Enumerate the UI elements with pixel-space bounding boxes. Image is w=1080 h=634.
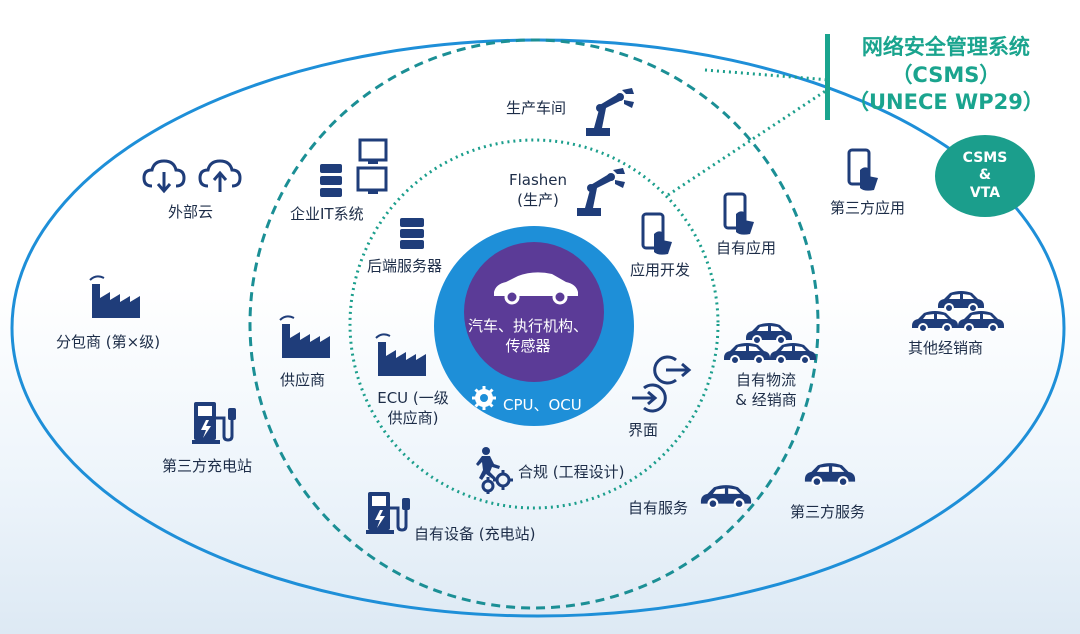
car-icon: [804, 463, 856, 486]
car-icon: [938, 291, 984, 312]
car-icon: [494, 272, 578, 305]
inner-dotted-circle: [348, 138, 720, 510]
badge-line2: &: [978, 167, 992, 184]
factory-icon: [89, 275, 140, 318]
backend-server-label: 后端服务器: [367, 257, 443, 275]
subcontractor-label: 分包商 (第×级): [56, 333, 161, 351]
flashen-line2: (生产): [517, 191, 559, 210]
own-logistics-line1: 自有物流: [735, 371, 796, 389]
own-equipment-label: 自有设备 (充电站): [414, 525, 536, 543]
interface-label: 界面: [628, 421, 659, 439]
core-label-line2: 传感器: [505, 337, 551, 356]
external-cloud-label: 外部云: [168, 203, 214, 221]
cloud-upload-icon: [198, 159, 242, 192]
connector-line-inner: [667, 86, 831, 197]
ecu-line2: 供应商): [387, 409, 439, 428]
other-dealers-label: 其他经销商: [908, 339, 984, 357]
third-party-services-label: 第三方服务: [790, 503, 866, 521]
charging-station-icon: [192, 402, 236, 444]
own-logistics-label: 自有物流 & 经销商: [718, 370, 814, 411]
robot-arm-icon: [577, 168, 625, 216]
csms-title: 网络安全管理系统 （CSMS） （UNECE WP29）: [848, 34, 1044, 117]
compliance-gears-icon: [476, 447, 513, 494]
middle-dashed-circle: [248, 38, 820, 610]
enter-arrow-icon: [632, 383, 667, 413]
phone-touch-icon: [641, 212, 672, 255]
server-monitor-icon: [320, 138, 388, 197]
car-icon: [958, 311, 1004, 332]
ecu-label: ECU (一级 供应商): [372, 388, 454, 429]
csms-title-line3: （UNECE WP29）: [848, 90, 1044, 115]
phone-touch-icon: [847, 148, 878, 191]
gear-icon: [472, 386, 496, 410]
own-logistics-line2: & 经销商: [735, 391, 797, 410]
csms-title-line1: 网络安全管理系统: [861, 35, 1030, 59]
flashen-label: Flashen (生产): [506, 170, 570, 211]
core-purple-circle: [464, 242, 604, 382]
exit-arrow-icon: [653, 355, 692, 385]
badge-line1: CSMS: [962, 149, 1008, 166]
phone-touch-icon: [723, 192, 754, 235]
factory-icon: [279, 315, 330, 358]
car-icon: [770, 343, 816, 364]
csms-title-line2: （CSMS）: [891, 62, 1001, 87]
factory-icon: [375, 333, 426, 376]
own-services-label: 自有服务: [628, 499, 689, 517]
car-icon: [912, 311, 958, 332]
core-label: 汽车、执行机构、 传感器: [462, 316, 594, 357]
car-icon: [746, 323, 792, 344]
own-apps-label: 自有应用: [716, 239, 777, 257]
core-label-line1: 汽车、执行机构、: [467, 317, 588, 335]
third-party-charging-label: 第三方充电站: [162, 457, 253, 475]
car-icon: [700, 485, 752, 508]
compliance-label: 合规 (工程设计): [518, 463, 625, 481]
csms-vta-badge: CSMS & VTA: [935, 135, 1035, 217]
cloud-download-icon: [142, 159, 186, 194]
robot-arm-icon: [586, 88, 634, 136]
app-dev-label: 应用开发: [630, 261, 691, 279]
server-icon: [400, 218, 424, 249]
production-label: 生产车间: [506, 99, 567, 117]
third-party-apps-label: 第三方应用: [830, 199, 906, 217]
flashen-line1: Flashen: [508, 171, 568, 189]
charging-station-icon: [366, 492, 410, 534]
car-icon: [724, 343, 770, 364]
enterprise-it-label: 企业IT系统: [290, 205, 364, 223]
ecu-line1: ECU (一级: [377, 389, 449, 407]
supplier-label: 供应商: [280, 371, 326, 389]
title-accent-bar: [825, 34, 830, 120]
badge-line3: VTA: [969, 184, 1001, 201]
cpu-label: CPU、OCU: [503, 396, 582, 414]
connector-line-outer: [704, 68, 831, 82]
